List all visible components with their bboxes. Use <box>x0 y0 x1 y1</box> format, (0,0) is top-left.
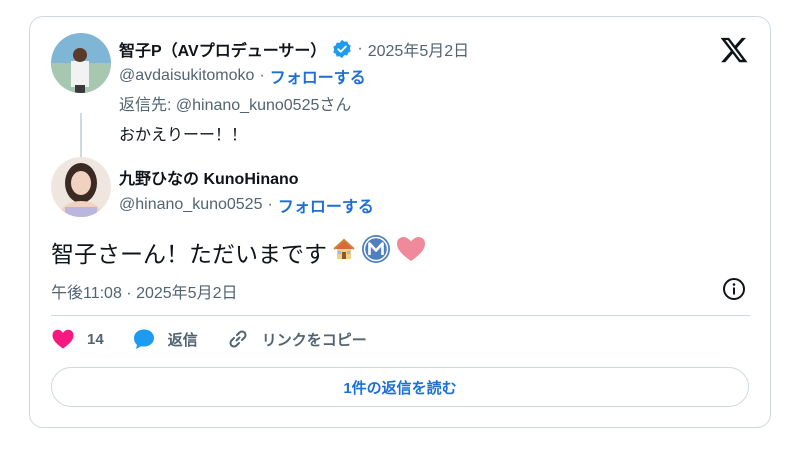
reply-label: 返信 <box>167 331 198 349</box>
copy-link-label: リンクをコピー <box>261 331 367 349</box>
quoted-name-row: 智子P（AVプロデューサー） · 2025年5月2日 <box>119 37 469 61</box>
copy-link-button[interactable]: リンクをコピー <box>226 327 367 351</box>
separator-dot: · <box>259 67 265 84</box>
avatar-hinano-image <box>51 157 111 217</box>
info-icon[interactable] <box>722 277 746 301</box>
quoted-follow-button[interactable]: フォローする <box>269 70 366 87</box>
quoted-date[interactable]: 2025年5月2日 <box>367 43 470 60</box>
reply-to-text[interactable]: 返信先: @hinano_kuno0525さん <box>119 97 352 114</box>
heart-icon <box>52 329 74 349</box>
link-icon <box>229 330 247 348</box>
quoted-handle[interactable]: @avdaisukitomoko <box>119 67 255 84</box>
quoted-display-name[interactable]: 智子P（AVプロデューサー） <box>119 43 327 60</box>
main-handle[interactable]: @hinano_kuno0525 <box>119 196 263 213</box>
main-tweet-text: 智子さーん！ただいまです <box>51 234 427 270</box>
pink-heart-emoji-icon <box>395 234 427 270</box>
house-emoji-icon <box>331 236 357 268</box>
like-button[interactable]: 14 <box>51 328 104 350</box>
read-replies-button[interactable]: 1件の返信を読む <box>51 367 749 407</box>
quoted-tweet-text: おかえりーー！！ <box>119 127 248 144</box>
x-logo-icon[interactable] <box>719 35 749 65</box>
tweet-embed-card: 智子P（AVプロデューサー） · 2025年5月2日 @avdaisukitom… <box>29 16 771 428</box>
main-name-row: 九野ひなの KunoHinano <box>119 165 299 189</box>
verified-badge-icon <box>332 39 352 59</box>
reply-button[interactable]: 返信 <box>132 327 198 351</box>
separator-dot: · <box>267 196 273 213</box>
like-count: 14 <box>87 330 104 348</box>
main-tweet-text-content: 智子さーん！ただいまです <box>51 241 327 267</box>
speech-bubble-icon <box>133 329 154 349</box>
actions-divider <box>51 315 750 316</box>
thread-connector-line <box>80 113 82 171</box>
main-follow-button[interactable]: フォローする <box>277 199 374 216</box>
main-handle-row: @hinano_kuno0525 · フォローする <box>119 193 374 217</box>
action-bar: 14 返信 リンクをコピー <box>51 327 395 351</box>
avatar-hinano[interactable] <box>51 157 111 217</box>
avatar-tomoko-image <box>51 33 111 93</box>
m-circle-emoji-icon <box>361 234 391 270</box>
avatar-tomoko[interactable] <box>51 33 111 93</box>
quoted-handle-row: @avdaisukitomoko · フォローする <box>119 64 366 88</box>
separator-dot: · <box>357 40 363 57</box>
main-display-name[interactable]: 九野ひなの KunoHinano <box>119 171 299 188</box>
tweet-timestamp[interactable]: 午後11:08 · 2025年5月2日 <box>51 285 238 302</box>
